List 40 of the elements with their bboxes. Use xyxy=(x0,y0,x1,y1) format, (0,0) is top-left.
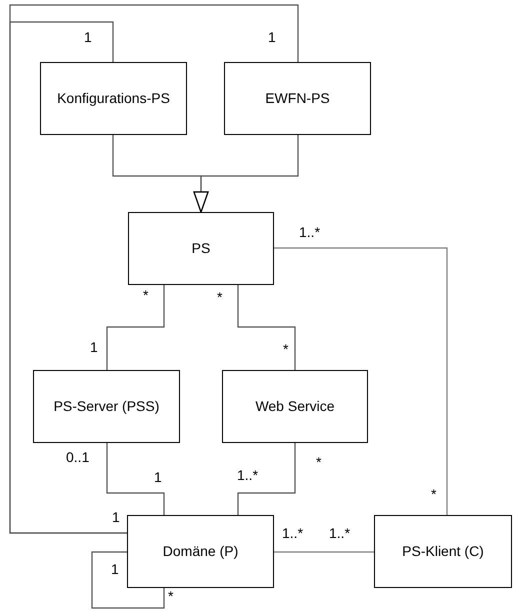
multiplicity-label: * xyxy=(143,288,148,302)
multiplicity-label: * xyxy=(316,455,322,469)
association-line xyxy=(106,285,165,370)
class-box xyxy=(222,370,368,443)
class-name: PS xyxy=(192,240,210,258)
multiplicity-label: * xyxy=(217,290,222,304)
association-line xyxy=(274,551,374,553)
multiplicity-label: * xyxy=(168,589,174,603)
association-line xyxy=(91,551,165,609)
association-line xyxy=(237,443,296,515)
association-line xyxy=(237,285,296,370)
class-name: Domäne (P) xyxy=(162,542,238,560)
class-name: EWFN-PS xyxy=(265,90,330,108)
class-box xyxy=(374,515,512,588)
class-box xyxy=(128,212,274,285)
class-box xyxy=(33,370,180,443)
class-name: PS-Server (PSS) xyxy=(52,398,160,416)
multiplicity-label: 0..1 xyxy=(66,450,90,464)
multiplicity-label: 1 xyxy=(154,470,162,484)
class-box xyxy=(224,62,371,135)
multiplicity-label: * xyxy=(283,342,288,356)
multiplicity-label: 1 xyxy=(111,562,119,576)
multiplicity-label: 1 xyxy=(84,30,92,44)
multiplicity-label: 1..* xyxy=(299,225,320,239)
class-box xyxy=(127,515,274,588)
class-box xyxy=(40,62,187,135)
multiplicity-label: 1 xyxy=(112,510,120,524)
multiplicity-label: * xyxy=(431,487,436,501)
class-name: PS-Klient (C) xyxy=(402,542,484,560)
multiplicity-label: 1..* xyxy=(237,468,258,482)
multiplicity-label: 1..* xyxy=(282,526,304,540)
association-line xyxy=(274,247,448,515)
class-name: Web Service xyxy=(255,398,335,416)
multiplicity-label: 1 xyxy=(90,340,98,354)
association-line xyxy=(9,4,299,534)
generalization-arrow xyxy=(193,135,299,213)
association-line xyxy=(106,443,165,515)
multiplicity-label: 1..* xyxy=(329,526,350,540)
multiplicity-label: 1 xyxy=(268,30,276,44)
class-name: Konfigurations-PS xyxy=(56,90,171,108)
